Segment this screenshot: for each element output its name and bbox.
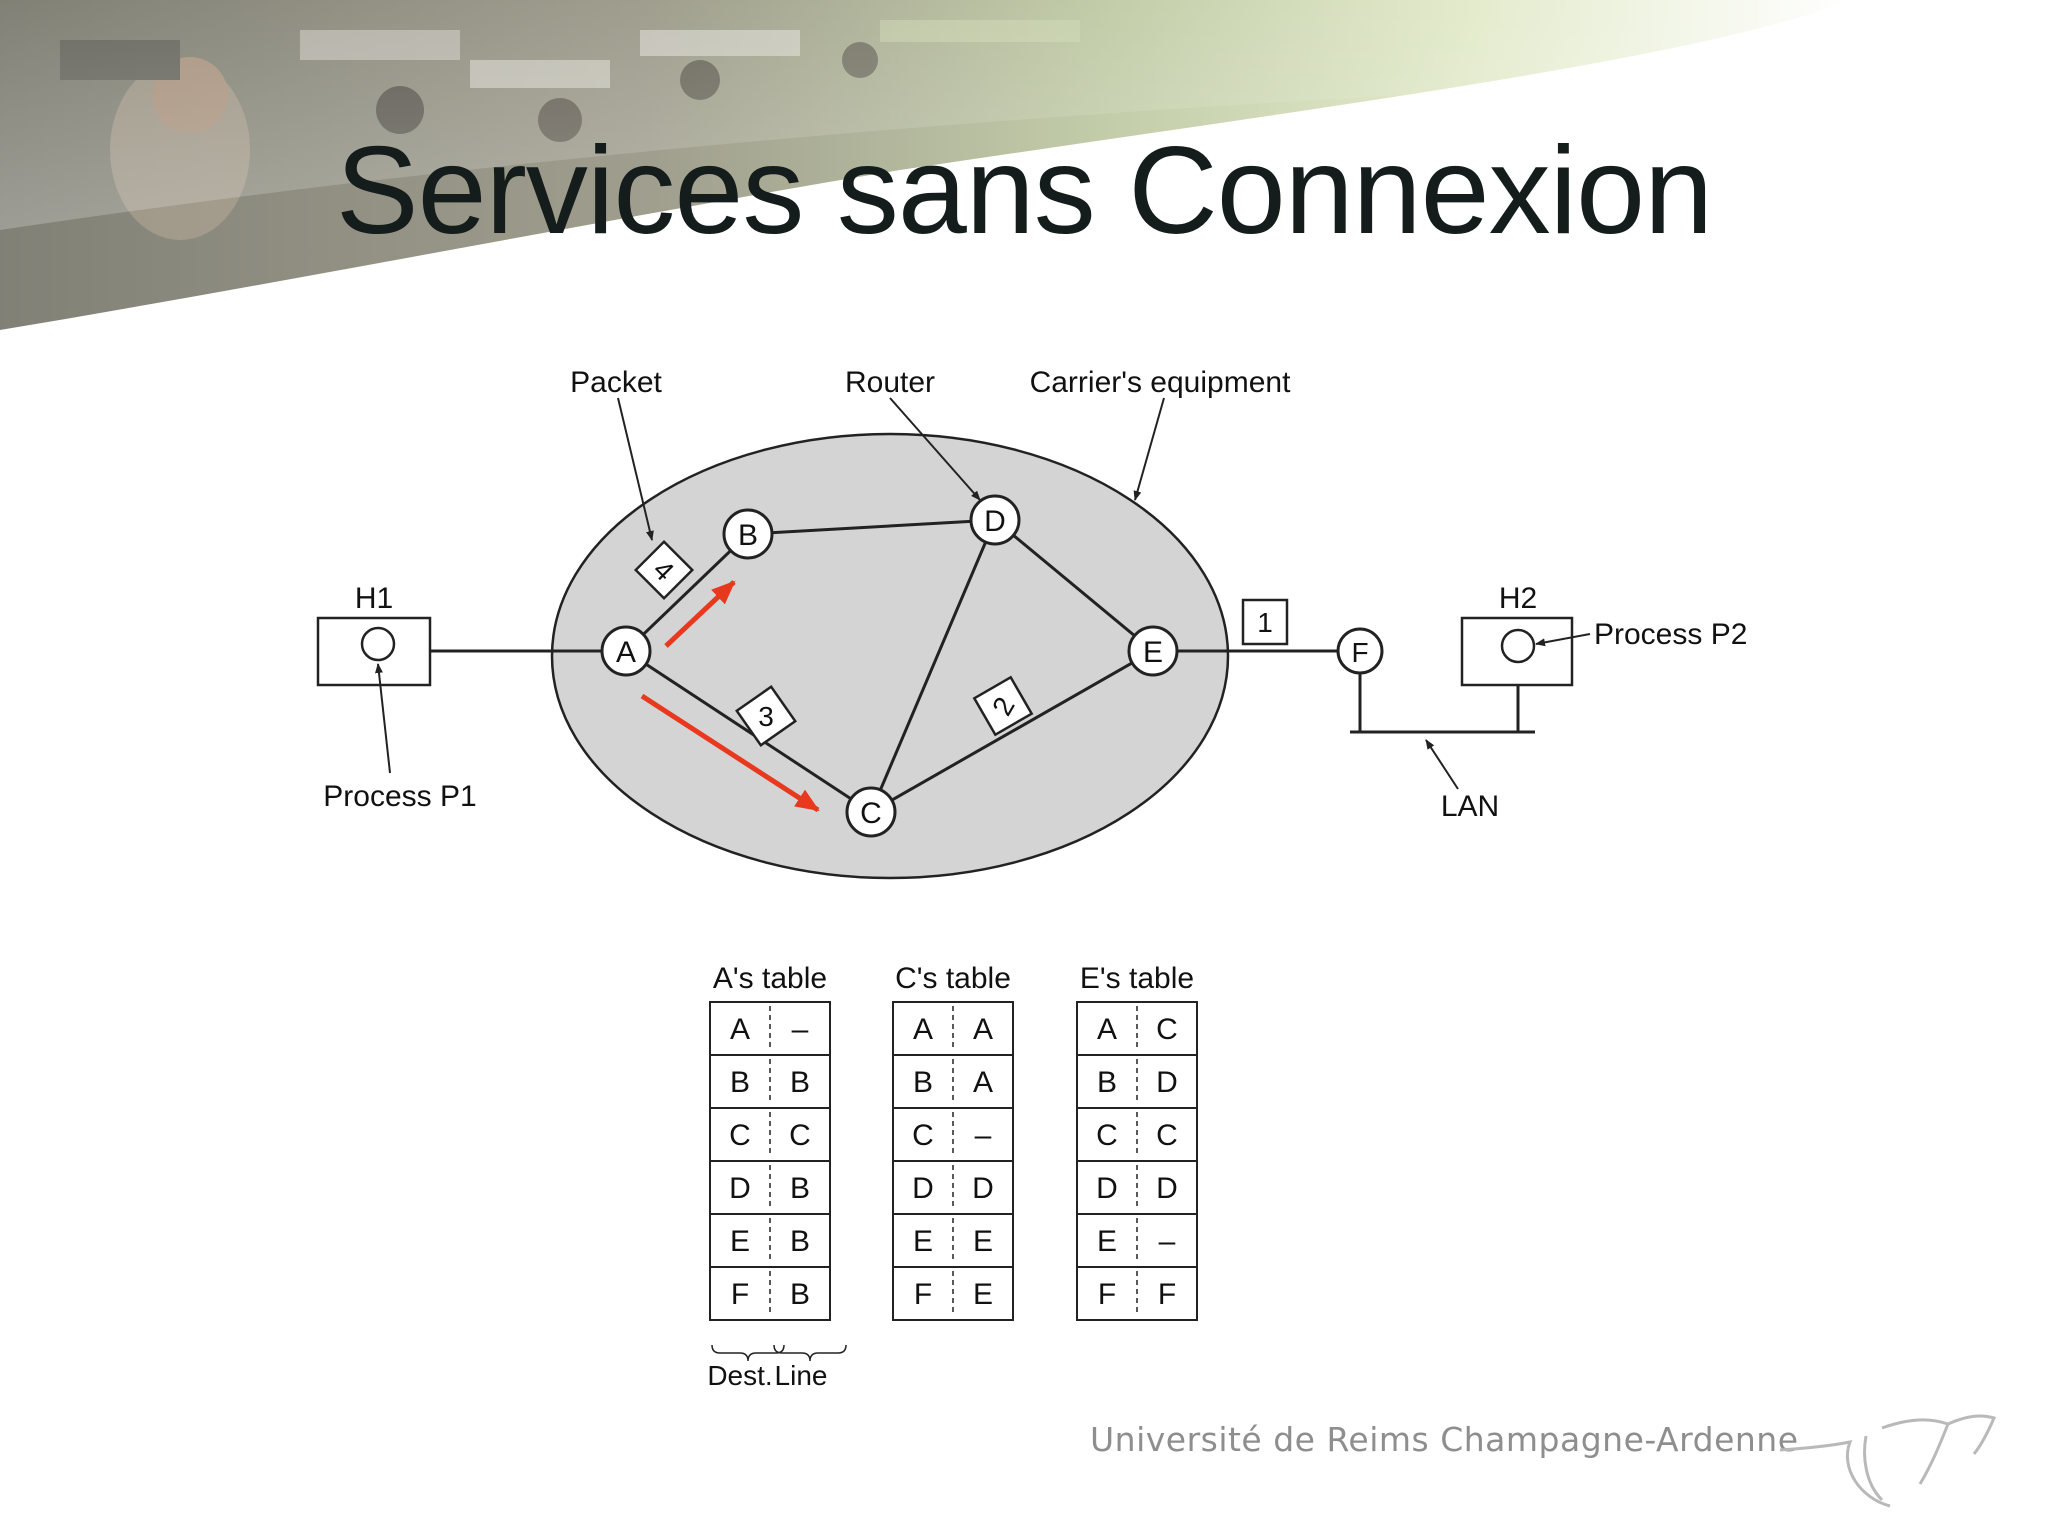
carrier-callout-line (1133, 397, 1165, 501)
table-cell-line: E (973, 1225, 993, 1258)
table-cell-dest: C (912, 1119, 934, 1152)
university-logo (1779, 1414, 1997, 1508)
line-label: Line (775, 1360, 828, 1391)
packet-callout-line (617, 397, 654, 541)
router-d: D (969, 494, 1021, 546)
packet-3-label: 3 (758, 701, 774, 732)
table-cell-line: C (1156, 1119, 1178, 1152)
table-cell-line: D (1156, 1066, 1178, 1099)
process-p2-callout: Process P2 (1594, 618, 1747, 651)
table-cell-dest: A (730, 1013, 750, 1046)
table-a-footer (711, 1344, 847, 1362)
router-f-label: F (1351, 637, 1368, 668)
carrier-callout: Carrier's equipment (1030, 366, 1291, 399)
packet-1-label: 1 (1257, 607, 1273, 638)
link-d-c (869, 519, 997, 813)
table-cell-dest: B (913, 1066, 933, 1099)
packet-3: 3 (735, 685, 797, 747)
router-c-label: C (860, 797, 882, 830)
process-p1-callout-line (375, 663, 391, 774)
table-cell-dest: B (1097, 1066, 1117, 1099)
table-cell-line: C (1156, 1013, 1178, 1046)
table-cell-line: – (975, 1119, 992, 1152)
table-cell-line: A (973, 1066, 993, 1099)
table-cell-line: C (789, 1119, 811, 1152)
route-arrow-a-c (640, 693, 820, 813)
router-e-label: E (1143, 636, 1163, 669)
router-b: B (722, 508, 774, 560)
table-cell-dest: A (1097, 1013, 1117, 1046)
table-cell-dest: D (729, 1172, 751, 1205)
table-cell-line: A (973, 1013, 993, 1046)
table-cell-line: B (790, 1172, 810, 1205)
link-c-e (870, 649, 1154, 814)
process-p2-callout-line (1535, 633, 1591, 647)
router-c: C (845, 786, 897, 838)
packet-4: 4 (633, 539, 695, 601)
table-cell-dest: F (914, 1278, 932, 1311)
process-p1-callout: Process P1 (323, 780, 476, 813)
table-title: C's table (895, 962, 1011, 995)
router-d-label: D (984, 505, 1006, 538)
host-h1: H1 (316, 582, 432, 687)
packet-2: 2 (972, 675, 1034, 737)
link-a-b (624, 532, 750, 653)
route-arrow-a-b (664, 580, 736, 648)
table-cell-line: – (1159, 1225, 1176, 1258)
router-callout: Router (845, 366, 935, 399)
table-cell-dest: D (912, 1172, 934, 1205)
table-cell-dest: C (729, 1119, 751, 1152)
host-h1-label: H1 (355, 582, 393, 615)
line-brace (773, 1344, 847, 1362)
table-cell-line: B (790, 1278, 810, 1311)
header-photo-banner (0, 0, 2048, 330)
link-a-c (625, 649, 872, 814)
carrier-network-ellipse (550, 432, 1230, 880)
table-cell-line: E (973, 1278, 993, 1311)
table-cell-dest: C (1096, 1119, 1118, 1152)
table-cell-line: D (972, 1172, 994, 1205)
table-cell-dest: F (1098, 1278, 1116, 1311)
router-callout-line (889, 397, 981, 501)
university-footer: Université de Reims Champagne-Ardenne (1090, 1420, 1799, 1459)
link-b-d (747, 518, 996, 536)
table-cell-dest: E (1097, 1225, 1117, 1258)
table-cell-line: – (792, 1013, 809, 1046)
table-cell-dest: F (731, 1278, 749, 1311)
table-title: A's table (713, 962, 827, 995)
router-a: A (600, 625, 652, 677)
table-cell-dest: E (913, 1225, 933, 1258)
table-cell-dest: A (913, 1013, 933, 1046)
table-cell-dest: D (1096, 1172, 1118, 1205)
packet-1: 1 (1241, 598, 1289, 646)
router-a-label: A (616, 636, 636, 669)
table-title: E's table (1080, 962, 1194, 995)
host-h2-label: H2 (1499, 582, 1537, 615)
table-cell-dest: E (730, 1225, 750, 1258)
link-d-e (994, 518, 1154, 653)
table-cell-line: D (1156, 1172, 1178, 1205)
table-cell-dest: B (730, 1066, 750, 1099)
lan-callout-line (1425, 739, 1459, 790)
table-cell-line: B (790, 1225, 810, 1258)
dest-label: Dest. (707, 1360, 772, 1391)
router-b-label: B (738, 519, 758, 552)
router-e: E (1127, 625, 1179, 677)
table-cell-line: F (1158, 1278, 1176, 1311)
table-cell-line: B (790, 1066, 810, 1099)
router-f: F (1336, 627, 1384, 675)
dest-brace (711, 1344, 785, 1362)
packet-callout: Packet (570, 366, 662, 399)
slide-title: Services sans Connexion (335, 122, 1713, 260)
host-h2: H2 (1460, 582, 1574, 687)
lan-callout: LAN (1441, 790, 1499, 823)
